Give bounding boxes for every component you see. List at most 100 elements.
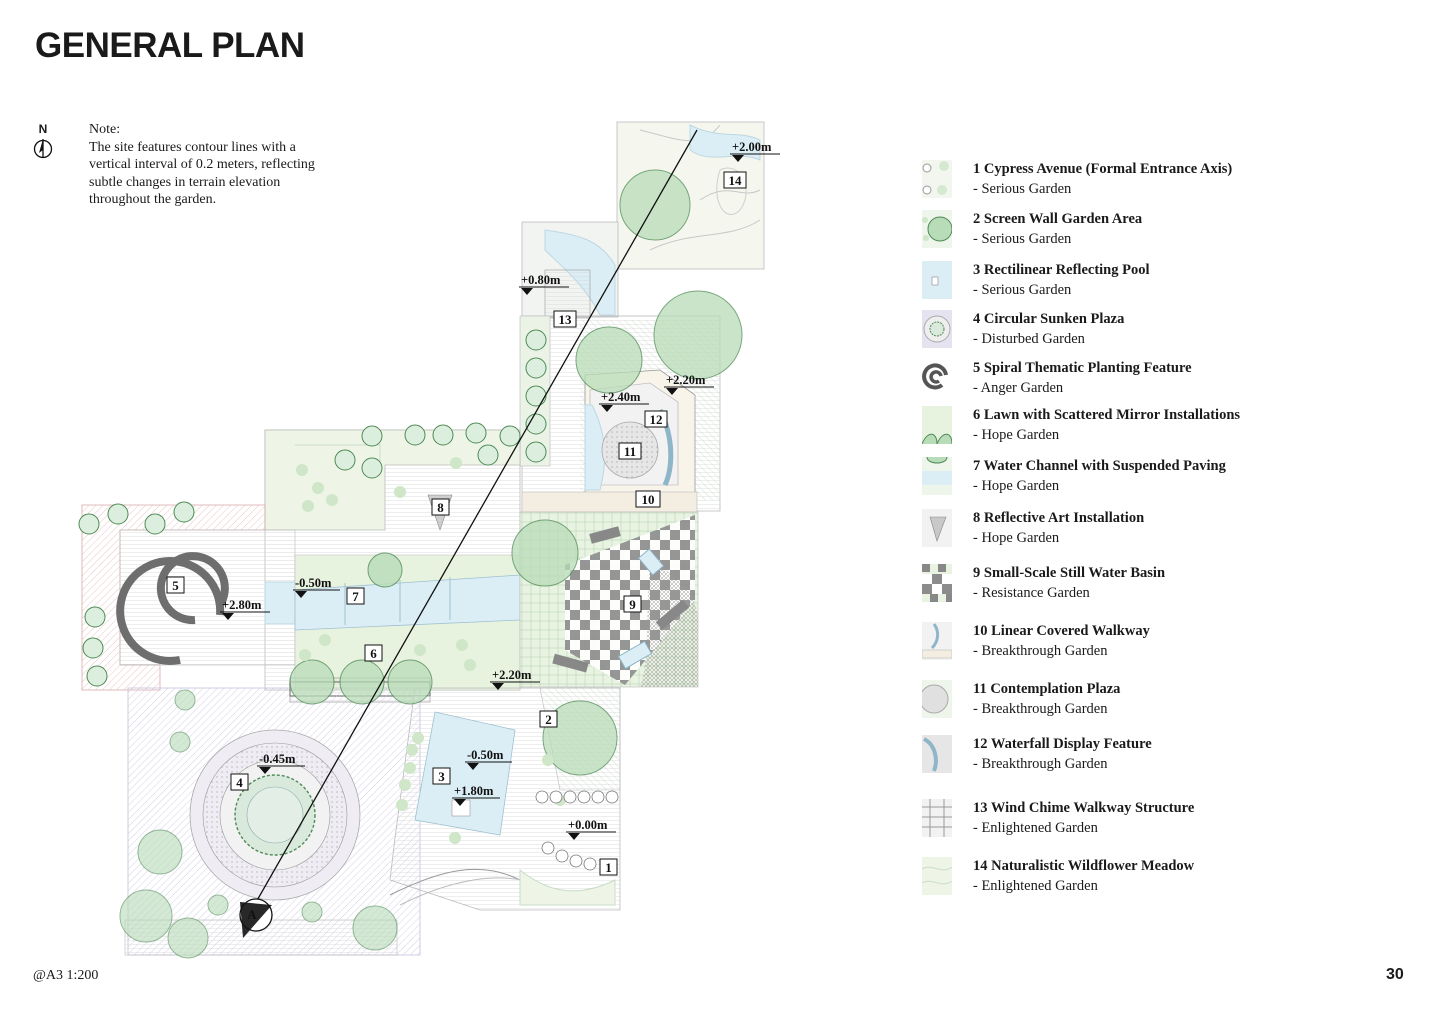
wildflower-meadow-area [616, 121, 765, 270]
legend-item-cypress-avenue: 1 Cypress Avenue (Formal Entrance Axis) -… [922, 160, 1422, 200]
svg-text:6: 6 [370, 646, 377, 661]
site-note: Note: The site features contour lines wi… [89, 121, 339, 209]
legend-label: 4 Circular Sunken Plaza [973, 311, 1125, 327]
area-tag-5: 5 [166, 576, 185, 594]
area-tag-8: 8 [431, 498, 450, 516]
legend-item-wind-chime: 13 Wind Chime Walkway Structure- Enlight… [922, 799, 1422, 839]
svg-text:-0.50m: -0.50m [467, 748, 504, 762]
area-tag-13: 13 [553, 310, 577, 328]
legend-sub: - Anger Garden [973, 379, 1064, 396]
legend-item-screen-wall: 2 Screen Wall Garden Area- Serious Garde… [922, 210, 1422, 250]
pool-swatch-icon [922, 261, 952, 299]
legend-sub: - Hope Garden [973, 529, 1060, 546]
svg-text:7: 7 [352, 589, 359, 604]
plaza-swatch-icon [922, 680, 952, 718]
north-label: N [38, 122, 48, 136]
svg-text:+2.80m: +2.80m [222, 598, 262, 612]
svg-text:8: 8 [437, 500, 444, 515]
legend-label: 7 Water Channel with Suspended Paving [973, 458, 1226, 474]
area-tag-11: 11 [618, 442, 642, 460]
elevation-marker: +2.20m [490, 668, 540, 690]
elevation-marker: -0.50m [293, 576, 340, 598]
svg-text:-0.50m: -0.50m [295, 576, 332, 590]
area-tag-6: 6 [364, 644, 383, 662]
note-body: The site features contour lines with a v… [89, 139, 315, 208]
cypress-swatch-icon [922, 160, 952, 198]
small-trees [78, 329, 547, 687]
elevation-marker: +1.80m [452, 784, 500, 806]
site-plan: A +2.00m +0.80m +2.20m +2.40m -0.50m +2.… [78, 121, 780, 959]
area-tag-2: 2 [539, 710, 558, 728]
tree-swatch-icon [922, 210, 952, 248]
note-title: Note: [89, 122, 121, 137]
area-tag-1: 1 [599, 858, 618, 876]
elevation-marker: +2.40m [599, 390, 649, 412]
area-tag-12: 12 [644, 410, 668, 428]
svg-text:+2.20m: +2.20m [492, 668, 532, 682]
legend-label: 3 Rectilinear Reflecting Pool [973, 262, 1150, 278]
svg-text:1: 1 [605, 860, 612, 875]
svg-text:10: 10 [642, 492, 655, 507]
legend-item-reflective-art: 8 Reflective Art Installation - Hope Gard… [922, 509, 1422, 549]
waterfall-swatch-icon [922, 735, 952, 773]
legend-label: 8 Reflective Art Installation [973, 510, 1145, 526]
elevation-marker: +0.00m [566, 818, 616, 840]
legend-sub: - Breakthrough Garden [973, 642, 1108, 659]
channel-swatch-icon [922, 457, 952, 495]
area-tag-7: 7 [346, 587, 365, 605]
area-number-tags: 1 2 3 4 5 6 7 8 9 10 11 12 13 14 [166, 171, 747, 876]
legend-label: 6 Lawn with Scattered Mirror Installatio… [973, 407, 1241, 423]
spiral-garden-area [81, 504, 296, 691]
area-tag-10: 10 [635, 490, 661, 508]
svg-text:+1.80m: +1.80m [454, 784, 494, 798]
elevation-marker: +2.80m [220, 598, 270, 620]
legend-label: 11 Contemplation Plaza [973, 681, 1121, 697]
legend-item-covered-walkway: 10 Linear Covered Walkway - Breakthrough … [922, 622, 1422, 662]
legend-sub: - Disturbed Garden [973, 330, 1085, 347]
area-tag-9: 9 [623, 595, 642, 613]
legend-sub: - Serious Garden [973, 230, 1072, 247]
elevation-marker: +2.00m [730, 140, 780, 162]
sight-axis [242, 129, 698, 926]
lawn-swatch-icon [922, 406, 952, 444]
legend-sub: - Resistance Garden [973, 584, 1090, 601]
svg-text:9: 9 [629, 597, 636, 612]
legend-label: 13 Wind Chime Walkway Structure [973, 800, 1195, 816]
legend-label: 1 Cypress Avenue (Formal Entrance Axis) [973, 161, 1233, 177]
svg-text:+2.00m: +2.00m [732, 140, 772, 154]
svg-text:+2.40m: +2.40m [601, 390, 641, 404]
svg-text:+0.80m: +0.80m [521, 273, 561, 287]
svg-text:+2.20m: +2.20m [666, 373, 706, 387]
circle-swatch-icon [922, 310, 952, 348]
area-tag-14: 14 [723, 171, 747, 189]
legend-label: 9 Small-Scale Still Water Basin [973, 565, 1166, 581]
legend-item-waterfall: 12 Waterfall Display Feature- Breakthrou… [922, 735, 1422, 775]
view-marker-label: A [247, 907, 257, 922]
checker-swatch-icon [922, 564, 952, 602]
elevation-marker: -0.50m [465, 748, 512, 770]
legend-item-spiral: 5 Spiral Thematic Planting Feature- Ange… [922, 359, 1422, 399]
svg-text:13: 13 [559, 312, 573, 327]
legend-sub: - Breakthrough Garden [973, 700, 1108, 717]
legend-sub: - Serious Garden [973, 281, 1072, 298]
legend-item-reflecting-pool: 3 Rectilinear Reflecting Pool - Serious G… [922, 261, 1422, 301]
scale-text: @A3 1:200 [33, 968, 99, 983]
legend-sub: - Hope Garden [973, 477, 1060, 494]
page-title: GENERAL PLAN [35, 26, 305, 65]
legend-sub: - Serious Garden [973, 180, 1072, 197]
elevation-marker: -0.45m [257, 752, 305, 774]
area-tag-3: 3 [432, 767, 451, 785]
legend-item-contemplation-plaza: 11 Contemplation Plaza - Breakthrough Gar… [922, 680, 1422, 720]
legend-sub: - Enlightened Garden [973, 877, 1098, 894]
legend-label: 14 Naturalistic Wildflower Meadow [973, 858, 1195, 874]
north-arrow: N [33, 122, 53, 167]
elevation-marker: +2.20m [664, 373, 714, 395]
svg-text:2: 2 [545, 712, 552, 727]
legend-label: 10 Linear Covered Walkway [973, 623, 1150, 639]
meadow-swatch-icon [922, 857, 952, 895]
view-marker: A [239, 898, 273, 938]
trees [119, 169, 743, 959]
legend-item-water-channel: 7 Water Channel with Suspended Paving - H… [922, 457, 1422, 497]
svg-text:5: 5 [172, 578, 179, 593]
cypress-row [535, 790, 619, 871]
